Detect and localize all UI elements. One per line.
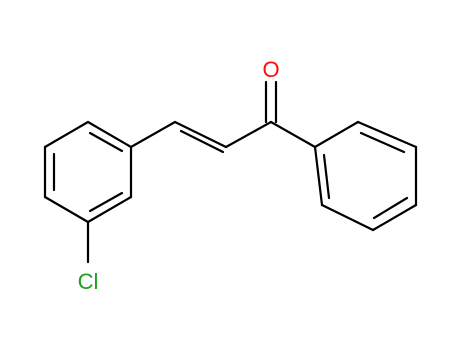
bond (43, 195, 90, 224)
bond (371, 203, 418, 232)
bond (173, 120, 228, 149)
right-benzene-ring (313, 120, 418, 232)
bond (43, 120, 90, 149)
bond (224, 120, 273, 149)
left-benzene-ring (43, 120, 133, 224)
inner-double-bond (372, 196, 409, 220)
bond (313, 145, 324, 207)
vinyl-linker (129, 120, 273, 154)
bond (86, 195, 133, 224)
inner-double-bond (322, 153, 331, 200)
bond (269, 120, 317, 149)
bond (313, 120, 360, 149)
oxygen-atom-label: O (262, 57, 279, 82)
inner-double-bond (88, 131, 124, 153)
inner-double-bond (88, 191, 124, 213)
carbonyl-group (264, 80, 278, 124)
bond (86, 120, 133, 149)
bond (356, 120, 418, 149)
bond (320, 203, 375, 232)
chlorine-atom-label: Cl (78, 269, 99, 294)
bond (129, 120, 177, 149)
inner-double-bond (359, 131, 406, 154)
inner-double-bond (179, 129, 225, 154)
